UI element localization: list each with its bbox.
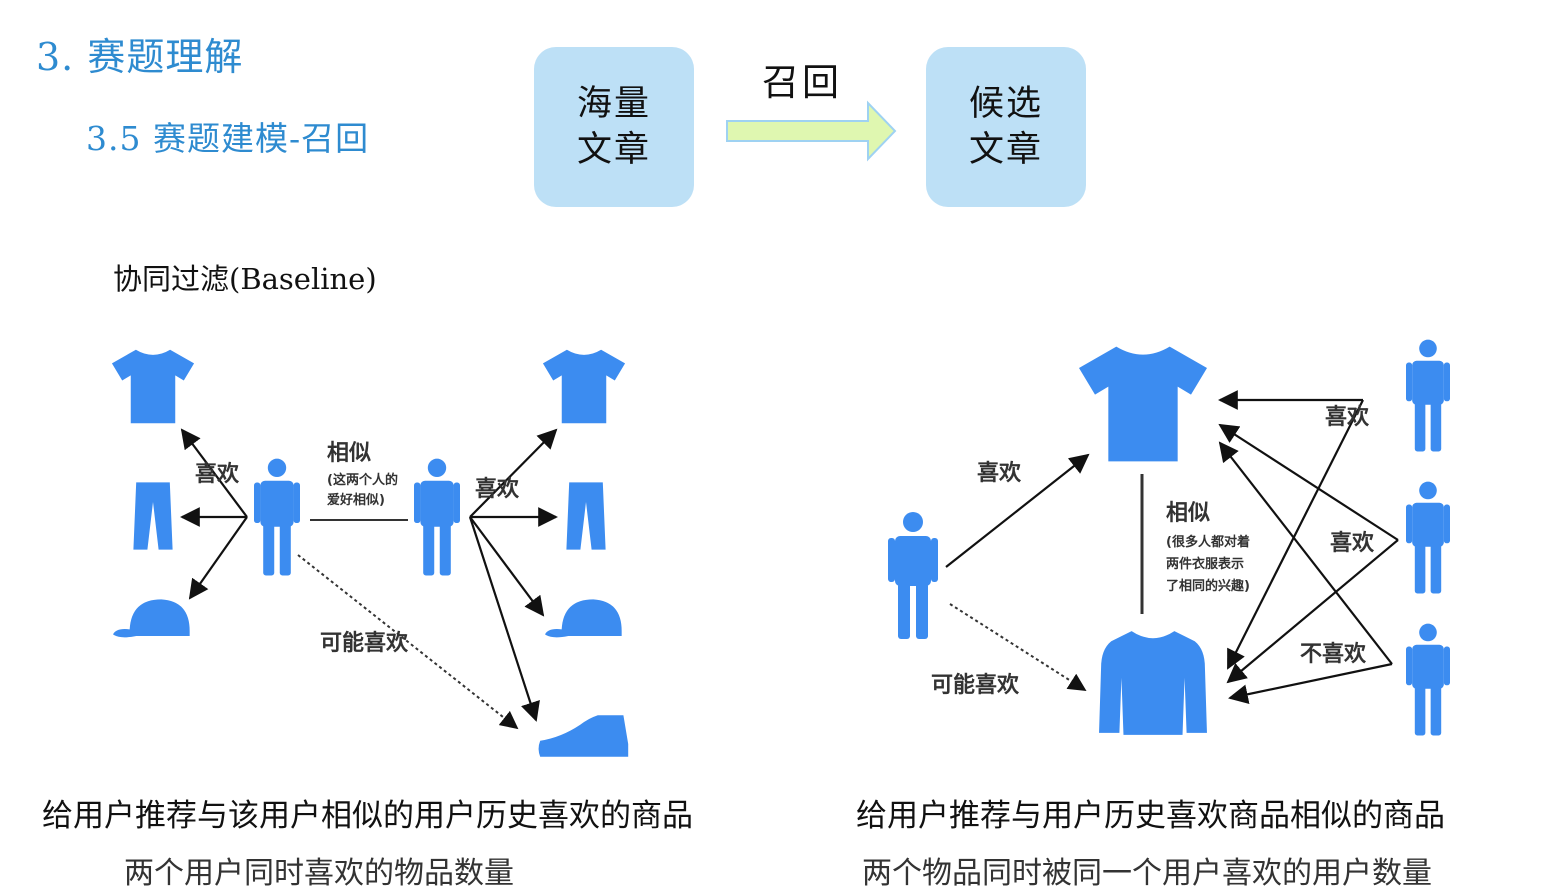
right-subcaption: 两个物品同时被同一个用户喜欢的用户数量 bbox=[862, 856, 1432, 891]
user-a-icon bbox=[254, 458, 300, 576]
user-b-icon bbox=[414, 458, 460, 576]
user-1-icon bbox=[1406, 339, 1450, 452]
target-box: 候选文章 bbox=[926, 47, 1086, 207]
user-3-dislike-label: 不喜欢 bbox=[1300, 641, 1367, 667]
cap-icon bbox=[113, 599, 190, 638]
left-caption: 给用户推荐与该用户相似的用户历史喜欢的商品 bbox=[42, 798, 693, 834]
user-3-icon bbox=[1406, 623, 1450, 736]
section-title: 3. 赛题理解 bbox=[36, 35, 244, 79]
maybe-like-label: 可能喜欢 bbox=[931, 672, 1020, 698]
sweater-icon bbox=[1099, 631, 1207, 735]
similar-label: 相似 bbox=[1166, 501, 1210, 526]
target-user-icon bbox=[888, 512, 938, 639]
right-caption: 给用户推荐与用户历史喜欢商品相似的商品 bbox=[856, 798, 1445, 834]
target-box-label: 候选文章 bbox=[968, 84, 1043, 170]
like-label: 喜欢 bbox=[977, 460, 1022, 486]
user-2-icon bbox=[1406, 481, 1450, 594]
cap-icon bbox=[545, 599, 622, 638]
similar-note: 爱好相似) bbox=[327, 492, 385, 508]
similar-note: 了相同的兴趣) bbox=[1166, 578, 1250, 594]
source-box: 海量文章 bbox=[534, 47, 694, 207]
maybe-like-label: 可能喜欢 bbox=[320, 630, 409, 656]
recall-arrow-label: 召回 bbox=[762, 61, 842, 104]
similar-label: 相似 bbox=[327, 441, 371, 466]
like-label: 喜欢 bbox=[195, 461, 240, 487]
similar-note: (很多人都对着 bbox=[1166, 534, 1250, 550]
pants-icon bbox=[133, 482, 173, 550]
tshirt-icon bbox=[1079, 346, 1207, 462]
cf-section-label: 协同过滤(Baseline) bbox=[113, 262, 377, 296]
similar-note: 两件衣服表示 bbox=[1166, 556, 1244, 572]
like-label: 喜欢 bbox=[475, 476, 520, 502]
subsection-title: 3.5 赛题建模-召回 bbox=[86, 119, 370, 158]
left-subcaption: 两个用户同时喜欢的物品数量 bbox=[124, 856, 514, 891]
user-1-like-label: 喜欢 bbox=[1325, 404, 1370, 430]
source-box-label: 海量文章 bbox=[576, 84, 651, 170]
shoe-icon bbox=[538, 715, 629, 757]
user-2-like-label: 喜欢 bbox=[1330, 530, 1375, 556]
pants-icon bbox=[566, 482, 606, 550]
tshirt-icon bbox=[111, 349, 195, 424]
recall-arrow bbox=[726, 100, 897, 162]
similar-note: (这两个人的 bbox=[327, 472, 398, 488]
tshirt-icon bbox=[542, 349, 626, 424]
